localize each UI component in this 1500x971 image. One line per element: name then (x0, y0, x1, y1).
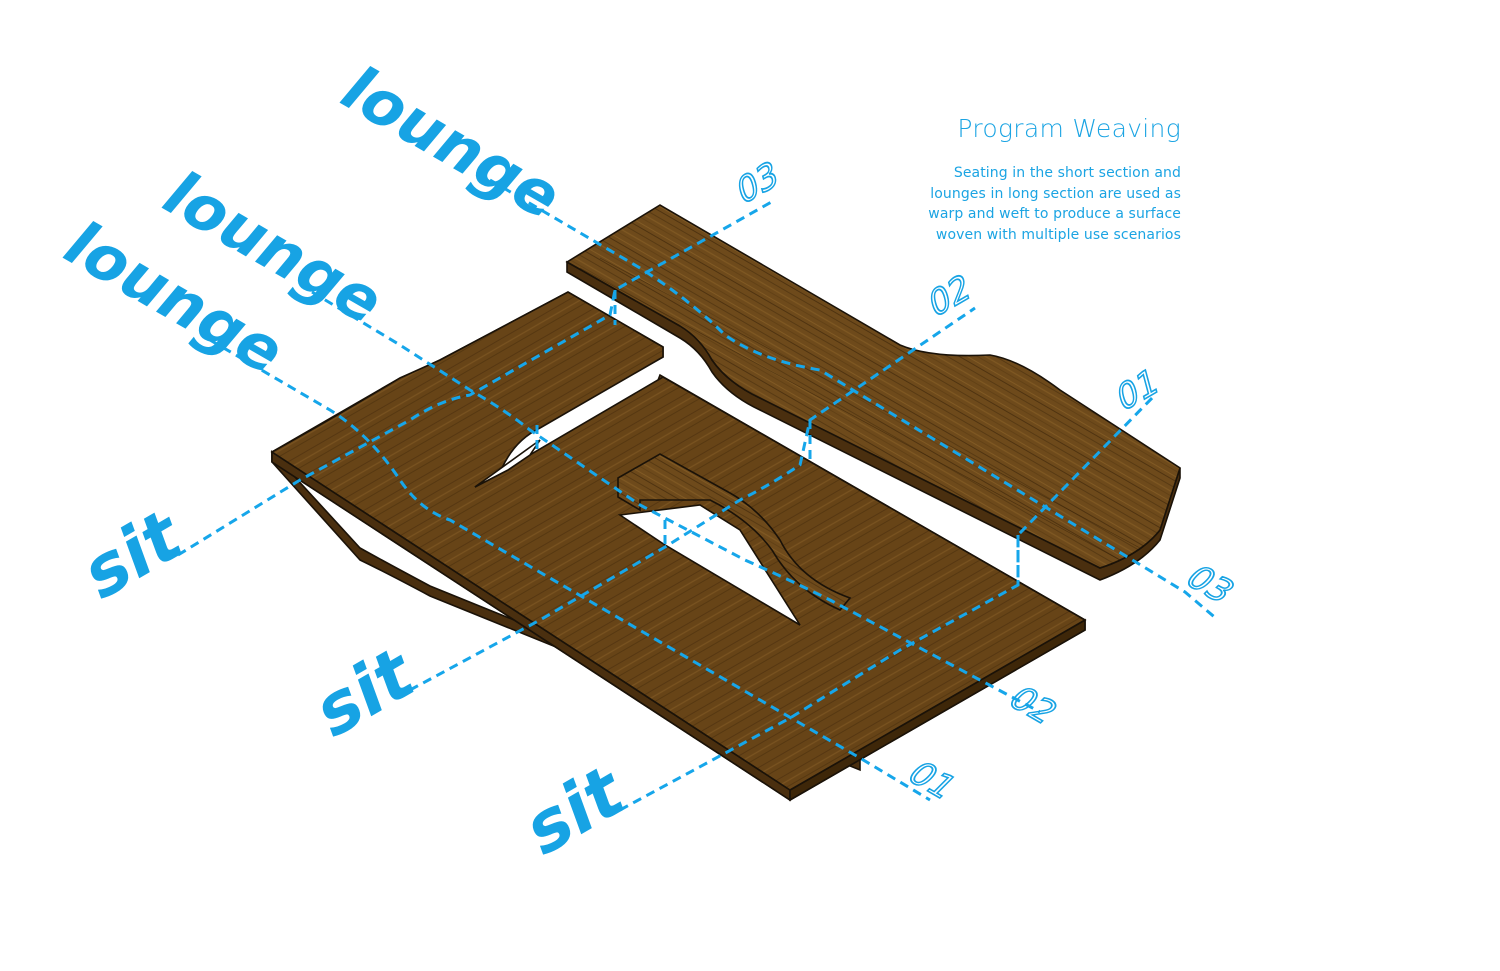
lounge-label-1: lounge (325, 55, 579, 231)
info-panel: Program Weaving Seating in the short sec… (881, 114, 1181, 245)
description-line: Seating in the short section and (953, 165, 1181, 181)
description-line: warp and weft to produce a surface (928, 206, 1181, 222)
diagram-title: Program Weaving (957, 114, 1181, 143)
section-number-long-01: 01 (898, 755, 966, 807)
sit-label-1: sit (76, 491, 190, 618)
sit-label-3: sit (518, 747, 632, 874)
svg-text:02: 02 (926, 266, 974, 327)
svg-text:sit: sit (518, 747, 632, 874)
section-number-short-01: 01 (1113, 359, 1163, 422)
svg-text:02: 02 (1000, 681, 1066, 731)
diagram-description: Seating in the short section and lounges… (881, 163, 1181, 245)
section-number-short-02: 02 (925, 265, 975, 328)
section-lines (177, 178, 1219, 812)
description-line: lounges in long section are used as (930, 185, 1181, 202)
svg-text:03: 03 (734, 153, 782, 214)
section-number-short-03: 03 (733, 152, 783, 215)
section-number-long-03: 03 (1176, 559, 1244, 611)
svg-text:01: 01 (1114, 360, 1162, 421)
description-line: woven with multiple use scenarios (935, 226, 1181, 243)
svg-text:sit: sit (308, 629, 422, 756)
svg-text:lounge: lounge (325, 55, 579, 231)
svg-text:03: 03 (1177, 560, 1243, 610)
sit-label-2: sit (308, 629, 422, 756)
back-lounge-slab (565, 204, 1181, 581)
svg-text:01: 01 (899, 756, 965, 806)
section-number-long-02: 02 (999, 680, 1067, 732)
svg-text:sit: sit (76, 491, 190, 618)
